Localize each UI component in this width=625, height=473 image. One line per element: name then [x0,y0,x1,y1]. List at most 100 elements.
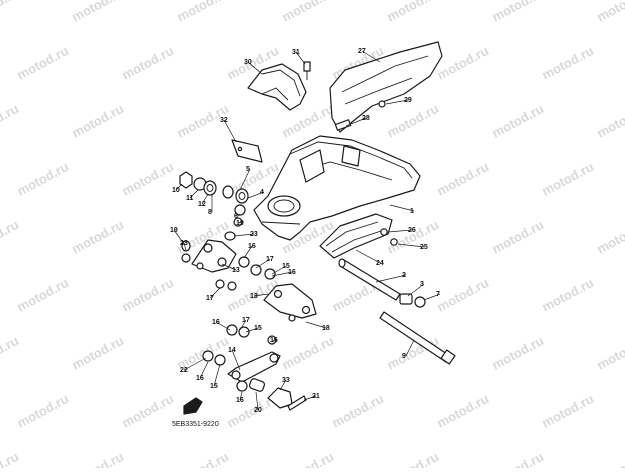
leader-line-17 [239,319,247,331]
leader-line-4 [247,191,265,199]
leader-line-20 [255,391,259,411]
callout-17: 17 [206,295,214,302]
swingarm [253,135,421,241]
chain-guide [319,213,393,259]
callout-31: 31 [292,49,300,56]
leader-line-12 [201,193,209,205]
watermark-text: motod.ru [489,333,546,373]
watermark-text: motod.ru [539,275,596,315]
plate-32 [231,139,263,163]
watermark-text: motod.ru [0,101,21,141]
callout-16: 16 [212,319,220,326]
watermark-text: motod.ru [0,217,21,257]
callout-1: 1 [410,208,414,215]
leader-line-32 [223,119,237,143]
leader-line-9 [405,339,415,357]
watermark-text: motod.ru [384,217,441,257]
callout-7: 7 [436,291,440,298]
watermark-text: motod.ru [14,391,71,431]
watermark-text: motod.ru [69,217,126,257]
watermark-text: motod.ru [489,101,546,141]
leader-line-19 [173,229,185,245]
watermark-text: motod.ru [594,217,625,257]
watermark-text: motod.ru [539,391,596,431]
leader-line-15 [271,265,287,275]
leader-line-6 [237,213,241,217]
leader-line-16 [199,361,209,379]
leader-line-5 [239,168,251,191]
watermark-text: motod.ru [489,449,546,468]
callout-22: 22 [180,367,188,374]
callout-15: 15 [210,383,218,390]
watermark-text: motod.ru [539,43,596,83]
leader-line-16 [215,321,231,331]
callout-24: 24 [376,260,384,267]
watermark-text: motod.ru [69,449,126,468]
watermark-text: motod.ru [14,159,71,199]
watermark-text: motod.ru [489,217,546,257]
leader-line-13 [253,293,269,297]
leader-line-3 [407,283,425,297]
callout-16: 16 [288,269,296,276]
leader-line-16 [239,391,243,401]
callout-30: 30 [244,59,252,66]
callout-23: 23 [250,231,258,238]
leader-line-13 [221,263,237,271]
leader-line-15 [213,363,221,387]
leader-line-11 [189,189,199,199]
callout-6: 6 [234,213,238,220]
callout-17: 17 [242,317,250,324]
watermark-text: motod.ru [434,275,491,315]
bracket-33 [267,387,293,409]
callout-8: 8 [208,209,212,216]
leader-line-26 [387,229,413,233]
pivot-shaft [338,258,401,301]
leader-line-30 [247,61,263,75]
bolts-25-26 [380,228,398,246]
relay-rod-14 [227,351,281,383]
watermark-text: motod.ru [539,159,596,199]
bolt-21 [287,395,307,411]
callout-26: 26 [408,227,416,234]
callout-4: 4 [260,189,264,196]
leader-lines [173,50,441,411]
callout-11: 11 [186,195,194,202]
leader-line-17 [255,258,271,269]
watermark-text: motod.ru [329,391,386,431]
leader-line-23 [183,242,187,251]
callout-12: 12 [198,201,206,208]
leader-line-22 [183,357,207,371]
leader-line-16 [271,271,293,277]
watermark-text: motod.ru [434,391,491,431]
watermark-text: motod.ru [0,0,21,25]
callout-25: 25 [420,244,428,251]
callout-15: 15 [282,263,290,270]
callout-23: 23 [180,240,188,247]
leader-line-28 [345,117,367,127]
watermark-text: motod.ru [174,449,231,468]
callout-18: 18 [322,325,330,332]
leader-line-17 [209,287,221,299]
collar-20 [248,378,266,392]
watermark-text: motod.ru [119,391,176,431]
connecting-arm-18 [263,283,317,322]
drawing-code: 5EB3351-9220 [172,421,219,428]
mudguard [247,63,307,111]
callout-29: 29 [404,97,412,104]
nut-7 [414,296,426,308]
leader-line-27 [361,50,381,63]
watermark-text: motod.ru [69,101,126,141]
bolt-31 [303,61,311,80]
watermark-text: motod.ru [384,449,441,468]
callout-5: 5 [246,166,250,173]
callout-28: 28 [362,115,370,122]
callout-19: 19 [170,227,178,234]
watermark-text: motod.ru [279,449,336,468]
callout-33: 33 [282,377,290,384]
watermark-text: motod.ru [14,275,71,315]
shaft-9 [379,311,456,365]
leader-line-24 [355,249,381,264]
bracket-28 [334,119,352,131]
callout-17: 17 [266,256,274,263]
